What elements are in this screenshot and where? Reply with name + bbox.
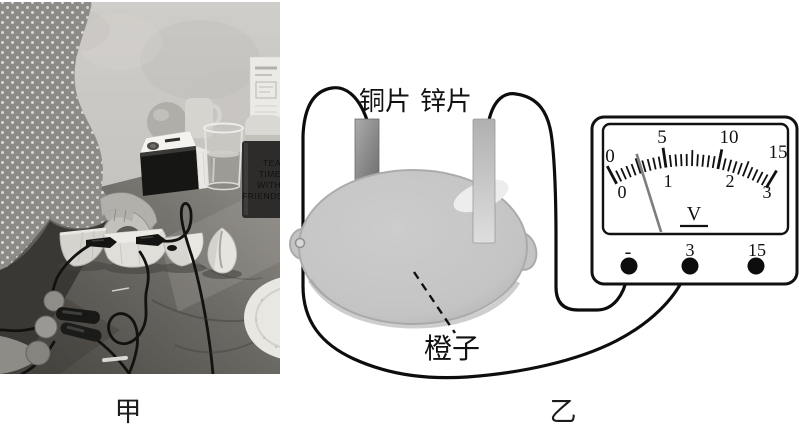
outer-scale-0: 0	[605, 146, 615, 167]
outer-scale-5: 5	[657, 127, 667, 148]
voltmeter-scale-ticks	[606, 147, 778, 189]
canister-text-line: TIME	[259, 169, 280, 179]
inner-scale-3: 3	[763, 182, 772, 202]
wall-texture	[140, 20, 260, 100]
pad	[43, 290, 65, 312]
orange-battery: 铜片 锌片 橙子	[289, 87, 538, 365]
caption-diagram: 乙	[549, 397, 577, 427]
voltmeter-needle	[635, 153, 690, 232]
canister-text-line: TEA	[263, 158, 280, 168]
alligator-clips	[86, 234, 177, 251]
inner-scale-2: 2	[726, 171, 735, 191]
inner-scale-1: 1	[664, 171, 673, 191]
inner-scale-0: 0	[618, 182, 627, 202]
zinc-plate-label: 锌片	[420, 87, 472, 116]
wall-texture	[78, 14, 162, 70]
terminal-minus	[620, 257, 638, 275]
zinc-to-terminal-wire	[487, 92, 631, 312]
white-plate	[244, 277, 280, 359]
terminal-15	[747, 257, 765, 275]
orange-bottom-shade	[307, 278, 521, 329]
whole-orange-highlight	[153, 109, 169, 121]
voltmeter: 0 5 10 15 0 1 2 3 V - 3 15	[590, 115, 799, 286]
orange-callout-dashed-line	[413, 271, 456, 334]
small-stick	[102, 355, 128, 363]
box-slot	[164, 137, 181, 143]
canister-body	[242, 141, 280, 218]
orange-navel	[294, 237, 306, 249]
circuit-wires	[301, 86, 691, 380]
pad	[34, 315, 58, 339]
voltmeter-screen	[601, 122, 790, 236]
electrode-pads	[25, 290, 102, 366]
alligator-clip	[136, 234, 166, 246]
alligator-clip	[167, 245, 177, 251]
small-pin	[111, 287, 130, 292]
caption-photo: 甲	[114, 397, 142, 427]
zinc-plate	[472, 118, 496, 244]
knee	[0, 336, 42, 374]
tea-canister: TEA TIME WITH FRIENDS	[242, 115, 280, 218]
terminal-3	[681, 257, 699, 275]
outer-scale-10: 10	[720, 127, 739, 148]
wire	[107, 250, 150, 374]
water-surface	[207, 150, 240, 158]
hand	[99, 192, 158, 231]
voltmeter-unit: V	[687, 203, 702, 225]
copper-plate	[354, 118, 380, 182]
pad	[25, 340, 51, 366]
wire	[161, 202, 215, 374]
copper-plate-label: 铜片	[359, 87, 411, 116]
terminal-label-3: 3	[686, 240, 695, 260]
glass-rim	[203, 122, 244, 134]
terminal-label-15: 15	[748, 240, 766, 260]
glass-of-water	[203, 122, 244, 191]
terminal-label-minus: -	[625, 241, 632, 263]
orange-label: 橙子	[424, 333, 480, 365]
copper-to-terminal-wire	[301, 86, 691, 380]
outer-scale-15: 15	[769, 142, 788, 163]
photo-scene: TEA TIME WITH FRIENDS	[0, 2, 280, 374]
alligator-clip	[86, 237, 117, 248]
canister-text-line: FRIENDS	[242, 191, 280, 201]
canister-text-line: WITH	[257, 180, 280, 190]
